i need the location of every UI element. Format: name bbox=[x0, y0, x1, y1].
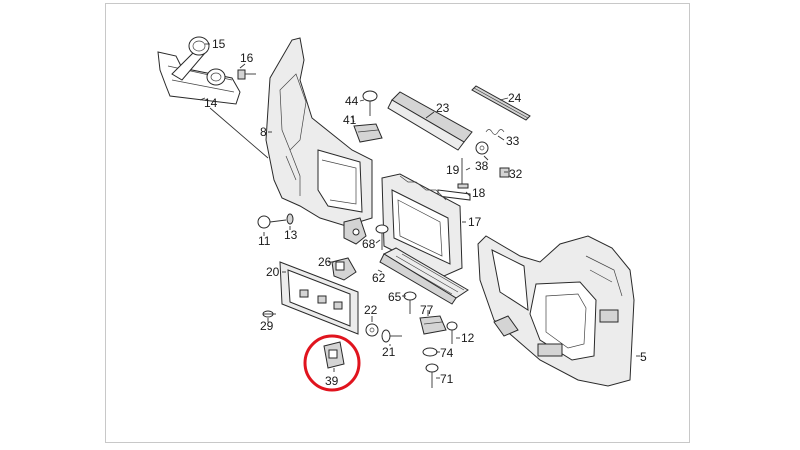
label-65: 65 bbox=[388, 290, 402, 304]
trim-part-24 bbox=[471, 85, 531, 121]
label-19: 19 bbox=[446, 163, 460, 177]
frame-part-17 bbox=[381, 173, 463, 277]
pin-part-29 bbox=[262, 310, 276, 318]
leader-lines bbox=[199, 43, 640, 379]
nut-part-32 bbox=[499, 167, 510, 178]
screw-part-68 bbox=[375, 224, 389, 250]
label-68: 68 bbox=[362, 237, 376, 251]
label-32: 32 bbox=[509, 167, 523, 181]
bolt-part-16 bbox=[237, 69, 256, 80]
label-62: 62 bbox=[372, 271, 386, 285]
screw-part-65 bbox=[403, 291, 417, 314]
label-14: 14 bbox=[204, 96, 218, 110]
label-8: 8 bbox=[260, 125, 267, 139]
label-26: 26 bbox=[318, 255, 332, 269]
bracket-part-19 bbox=[457, 158, 469, 189]
bracket-part-14 bbox=[157, 49, 241, 105]
clip-part-77 bbox=[419, 315, 447, 335]
label-23: 23 bbox=[436, 101, 450, 115]
label-12: 12 bbox=[461, 331, 475, 345]
screw-part-71 bbox=[425, 363, 439, 388]
screw-part-21 bbox=[381, 329, 402, 343]
label-15: 15 bbox=[212, 37, 226, 51]
screw-part-11 bbox=[257, 215, 287, 229]
label-11: 11 bbox=[258, 234, 271, 248]
clip-part-41 bbox=[353, 123, 383, 143]
label-71: 71 bbox=[440, 372, 454, 386]
screw-part-12 bbox=[446, 321, 458, 344]
label-39: 39 bbox=[325, 374, 339, 388]
clip-part-26 bbox=[331, 257, 357, 281]
side-panel-part-8 bbox=[265, 37, 373, 245]
washer-part-74 bbox=[422, 347, 438, 357]
label-17: 17 bbox=[468, 215, 482, 229]
label-20: 20 bbox=[266, 265, 280, 279]
spring-part-33 bbox=[485, 129, 505, 135]
clip-part-39 bbox=[323, 341, 345, 369]
label-29: 29 bbox=[260, 319, 274, 333]
highlight-circle bbox=[303, 334, 361, 392]
label-44: 44 bbox=[345, 94, 359, 108]
label-22: 22 bbox=[364, 303, 378, 317]
part-labels: 15 16 14 8 44 41 23 24 33 19 38 32 18 17… bbox=[204, 37, 647, 388]
label-77: 77 bbox=[420, 303, 434, 317]
side-panel-part-5 bbox=[477, 235, 635, 387]
label-18: 18 bbox=[472, 186, 486, 200]
label-13: 13 bbox=[284, 228, 298, 242]
washer-part-13 bbox=[286, 213, 294, 225]
label-41: 41 bbox=[343, 113, 357, 127]
ring-part-15 bbox=[188, 36, 226, 86]
label-24: 24 bbox=[508, 91, 522, 105]
label-38: 38 bbox=[475, 159, 489, 173]
label-21: 21 bbox=[382, 345, 396, 359]
screw-part-44 bbox=[362, 90, 378, 116]
washer-part-38 bbox=[475, 141, 489, 155]
plate-part-20 bbox=[279, 261, 359, 335]
washer-part-22 bbox=[365, 323, 379, 337]
step-part-62 bbox=[379, 247, 469, 305]
label-74: 74 bbox=[440, 346, 454, 360]
label-16: 16 bbox=[240, 51, 254, 65]
strip-part-23 bbox=[387, 91, 473, 151]
label-33: 33 bbox=[506, 134, 520, 148]
label-5: 5 bbox=[640, 350, 647, 364]
